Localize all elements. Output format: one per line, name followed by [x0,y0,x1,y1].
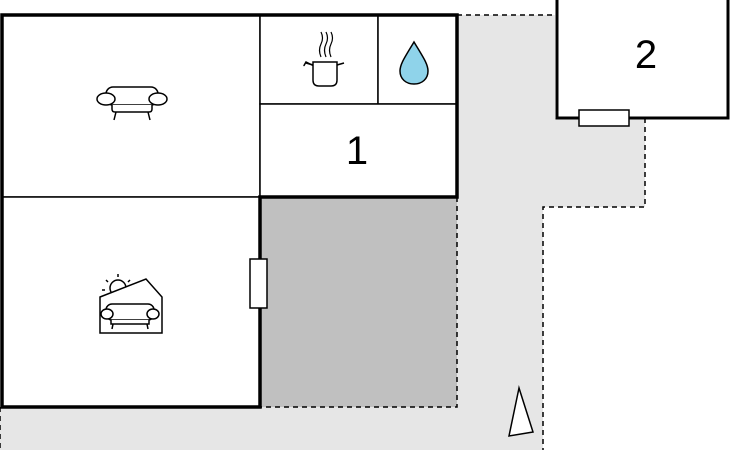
armchair-icon [96,86,168,121]
room-kitchen [259,14,379,105]
covered-terrace [260,197,457,407]
building-2 [555,0,730,120]
water-drop-icon [399,40,429,85]
outdoor-area [0,15,645,450]
terrace-boundary [260,197,458,408]
house-outer-wall [0,13,459,409]
building-1-label: 1 [346,129,368,173]
door-building-2 [578,109,630,127]
cooking-pot-icon [303,31,345,87]
sun-room-icon [99,274,163,334]
room-bedroom [259,103,458,198]
outdoor-boundary [0,14,646,450]
building-2-label: 2 [635,33,657,77]
door-conservatory-terrace [249,258,268,309]
north-arrow-icon [508,385,534,437]
